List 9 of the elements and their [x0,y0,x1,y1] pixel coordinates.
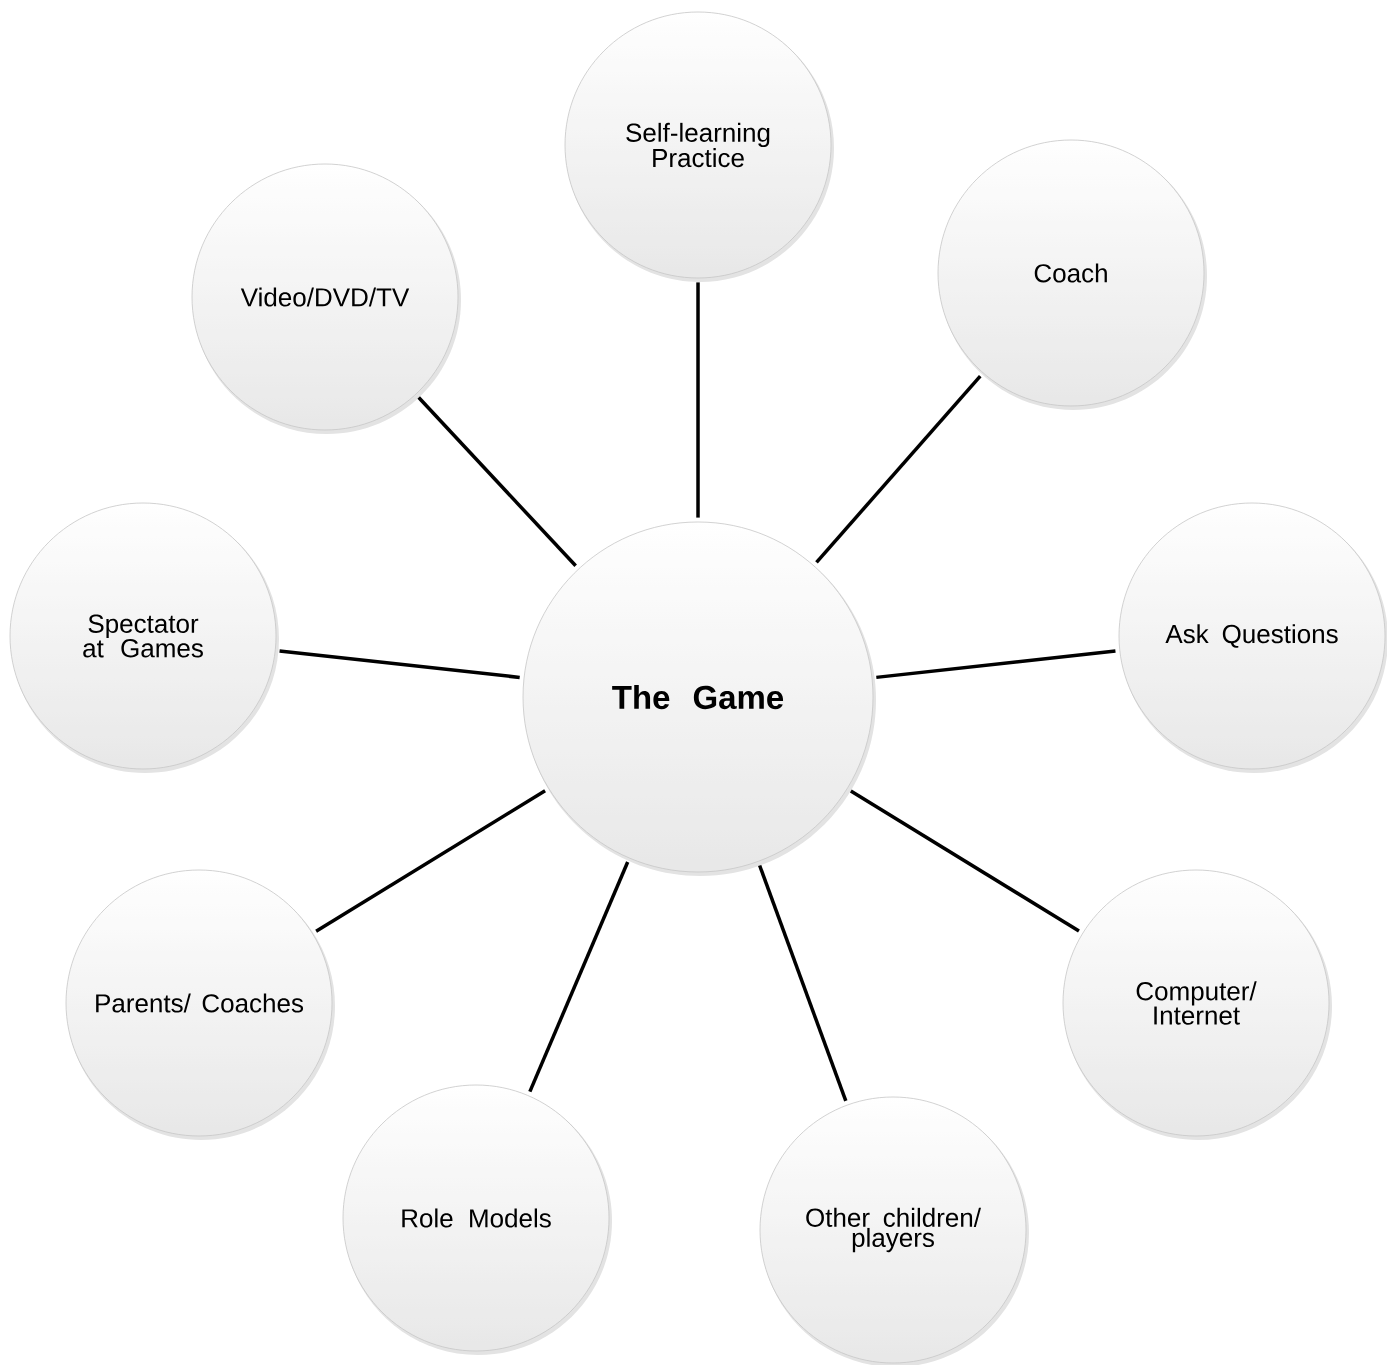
connector-line [279,649,520,680]
connector-line [315,789,546,933]
connector-line [696,282,700,518]
connector-line [815,375,982,564]
connector-line [528,861,630,1093]
connector-line [417,396,577,567]
connector-line [876,649,1116,680]
connector-line [849,789,1080,933]
connector-line [758,864,848,1102]
